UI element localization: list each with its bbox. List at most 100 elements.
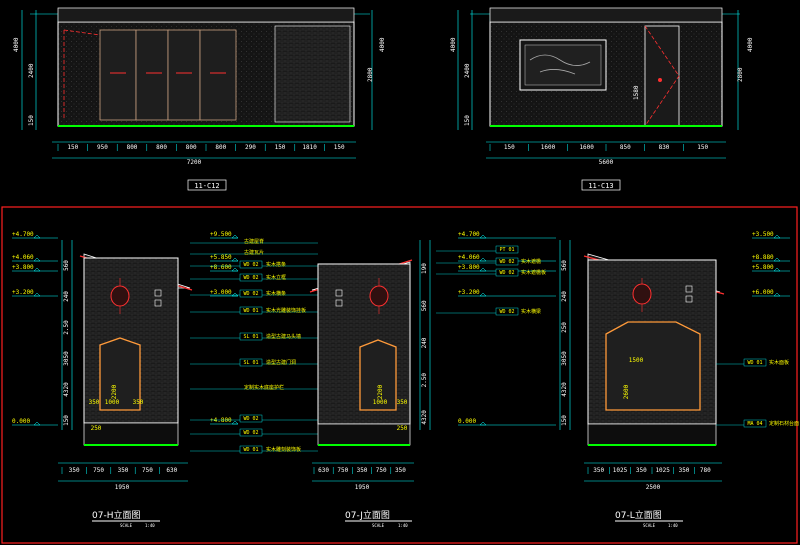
bottom-dim: 350 <box>593 467 604 474</box>
bottom-dim: 1810 <box>302 144 317 151</box>
level-marker: +5.850 <box>210 254 232 261</box>
door-dim: 1580 <box>633 85 640 100</box>
material-code: WD 01 <box>747 360 762 366</box>
level-marker: +3.500 <box>752 231 774 238</box>
sheet-frame <box>1 206 798 544</box>
material-code: WD 02 <box>243 416 258 422</box>
left-dim: 3050 <box>63 351 70 366</box>
level-marker: +8.880 <box>752 254 774 261</box>
bottom-dim: 150 <box>334 144 345 151</box>
drawing-title: 07-J立面图 <box>345 509 390 521</box>
bottom-dim: 290 <box>245 144 256 151</box>
level-marker: +4.800 <box>210 417 232 424</box>
bottom-dim: 830 <box>659 144 670 151</box>
scale-value: 1:40 <box>398 523 408 528</box>
opening-dim: 1500 <box>629 357 644 364</box>
material-code: WD 02 <box>243 262 258 268</box>
bottom-dim: 750 <box>376 467 387 474</box>
left-dim: 240 <box>561 291 568 302</box>
level-marker: +9.500 <box>210 231 232 238</box>
bottom-dim: 750 <box>93 467 104 474</box>
bottom-dim: 150 <box>275 144 286 151</box>
material-name: 实木搭条 <box>266 261 286 268</box>
top-right-elevation: 15060012012801201276120600 1580 4000 240… <box>450 7 754 191</box>
bottom-dimensions: 630 750 350 750 350 <box>313 467 406 474</box>
left-dim: 150 <box>63 415 70 426</box>
right-level-markers: +9.500+5.850+8.600+3.000+4.800 <box>210 231 239 425</box>
bottom-dim: 350 <box>636 467 647 474</box>
left-dim: 4320 <box>561 382 568 397</box>
level-marker: +4.060 <box>458 254 480 261</box>
right-dim: 560 <box>421 300 428 311</box>
material-code: WD 02 <box>243 430 258 436</box>
material-code: MA 04 <box>747 421 762 427</box>
material-code: PT 01 <box>499 247 514 253</box>
bottom-dim: 800 <box>215 144 226 151</box>
material-name: 实木横梁 <box>521 308 541 315</box>
right-level-markers-l: +3.500+8.880+5.800+6.000 <box>752 231 790 297</box>
left-dim: 560 <box>63 260 70 271</box>
bottom-dim: 850 <box>620 144 631 151</box>
material-code: WD 02 <box>243 275 258 281</box>
material-name: 古建瓦片 <box>244 249 264 256</box>
level-marker: +3.000 <box>210 289 232 296</box>
left-dim: 2400 <box>28 63 35 78</box>
bottom-dim: 630 <box>166 467 177 474</box>
bottom-dim: 800 <box>186 144 197 151</box>
scale-value: 1:40 <box>145 523 155 528</box>
opening-dim: 250 <box>91 425 102 432</box>
scale-value: 1:40 <box>668 523 678 528</box>
level-marker: +4.060 <box>12 254 34 261</box>
material-name: 实木雕刻装饰板 <box>266 446 301 453</box>
arched-opening <box>359 339 397 411</box>
material-code: SL 01 <box>243 334 258 340</box>
right-dim: 2800 <box>367 67 374 82</box>
bottom-dim: 350 <box>395 467 406 474</box>
material-name: 实木遮檐 <box>521 258 541 265</box>
total-dimension: 7200 <box>187 159 202 166</box>
bottom-dim: 750 <box>337 467 348 474</box>
right-dim: 4320 <box>421 410 428 425</box>
opening-dim: 250 <box>397 425 408 432</box>
material-name: 造型古建马头墙 <box>266 333 301 340</box>
sliding-door-panels <box>99 29 237 121</box>
opening-dim: 350 <box>133 399 144 406</box>
material-code: WD 01 <box>243 308 258 314</box>
opening-dim: 350 <box>89 399 100 406</box>
material-name: 定制实木底座护栏 <box>244 384 284 391</box>
material-code: WD 02 <box>499 259 514 265</box>
arched-opening <box>605 321 701 411</box>
left-dim: 560 <box>561 260 568 271</box>
scale-label: SCALE <box>643 523 656 528</box>
opening-dim: 2200 <box>111 384 118 399</box>
material-code: WD 02 <box>243 291 258 297</box>
bottom-dim: 1600 <box>541 144 556 151</box>
level-marker: +5.800 <box>752 264 774 271</box>
material-name: 古建屋脊 <box>244 238 264 245</box>
bottom-dim: 800 <box>156 144 167 151</box>
total-dimension: 2500 <box>646 484 661 491</box>
left-dim: 240 <box>63 291 70 302</box>
right-dim: 4000 <box>747 37 754 52</box>
level-marker: +3.800 <box>12 264 34 271</box>
bottom-dim: 1600 <box>579 144 594 151</box>
bottom-dim: 630 <box>318 467 329 474</box>
level-marker: +3.200 <box>458 289 480 296</box>
right-dim: 2800 <box>737 67 744 82</box>
bottom-dim: 350 <box>69 467 80 474</box>
right-dim: 240 <box>421 337 428 348</box>
bottom-dim: 350 <box>357 467 368 474</box>
opening-dim: 1000 <box>105 399 120 406</box>
lantern-icon <box>632 278 652 312</box>
left-dim: 4320 <box>63 382 70 397</box>
level-marker: 0.000 <box>12 418 30 425</box>
bottom-dim: 150 <box>67 144 78 151</box>
left-dim: 3050 <box>561 351 568 366</box>
total-dimension: 1950 <box>355 484 370 491</box>
bottom-dim: 1025 <box>655 467 670 474</box>
